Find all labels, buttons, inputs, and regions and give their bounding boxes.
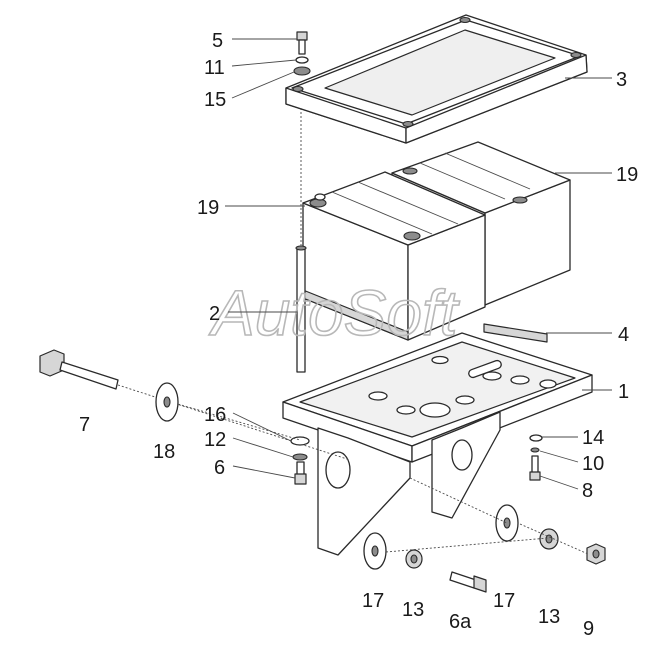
- callout-18: 18: [153, 441, 175, 463]
- mounting-bracket-left: [317, 427, 411, 556]
- callout-4: 4: [618, 324, 629, 346]
- callout-15: 15: [204, 89, 226, 111]
- tie-rod: [295, 245, 307, 373]
- battery-cover: [285, 14, 588, 144]
- leader-lines: [225, 38, 612, 490]
- mounting-bracket-right: [431, 411, 501, 519]
- callout-7: 7: [79, 414, 90, 436]
- callout-11: 11: [204, 57, 225, 79]
- washer-14: [529, 434, 543, 442]
- spring-washer: [293, 66, 311, 76]
- callout-13-right: 13: [538, 606, 560, 628]
- callout-6: 6: [214, 457, 225, 479]
- spring-washer-10: [530, 447, 540, 453]
- callout-17-left: 17: [362, 590, 384, 612]
- callout-9: 9: [583, 618, 594, 640]
- callout-17-right: 17: [493, 590, 515, 612]
- battery-tray: [282, 332, 593, 463]
- nut-13b: [539, 528, 559, 550]
- spring-washer-12: [292, 453, 308, 461]
- callout-labels: 5 11 15 3 19 19 2 4 1 7 18 16 12 6 14 10…: [79, 30, 638, 640]
- callout-2: 2: [209, 303, 220, 325]
- large-washer-left: [155, 382, 179, 422]
- large-washer-17b: [495, 504, 519, 542]
- callout-1: 1: [618, 381, 629, 403]
- clamp-bar: [483, 323, 548, 343]
- callout-16: 16: [204, 404, 226, 426]
- callout-19-right: 19: [616, 164, 638, 186]
- large-washer-17a: [363, 532, 387, 570]
- callout-10: 10: [582, 453, 604, 475]
- small-washer: [295, 56, 309, 64]
- bolt-8: [529, 455, 541, 481]
- callout-19-left: 19: [197, 197, 219, 219]
- nut-9: [586, 543, 606, 565]
- battery-front: [302, 171, 486, 341]
- callout-6a: 6a: [449, 611, 472, 633]
- bolt-6: [294, 461, 307, 485]
- cover-bolt: [296, 31, 308, 55]
- callout-5: 5: [212, 30, 223, 52]
- watermark: AutoSoft: [208, 277, 460, 349]
- callout-14: 14: [582, 427, 604, 449]
- callout-3: 3: [616, 69, 627, 91]
- nut-13a: [405, 549, 423, 569]
- callout-13-left: 13: [402, 599, 424, 621]
- callout-8: 8: [582, 480, 593, 502]
- callout-12: 12: [204, 429, 226, 451]
- bolt-6a: [449, 571, 487, 593]
- long-bolt: [39, 349, 119, 390]
